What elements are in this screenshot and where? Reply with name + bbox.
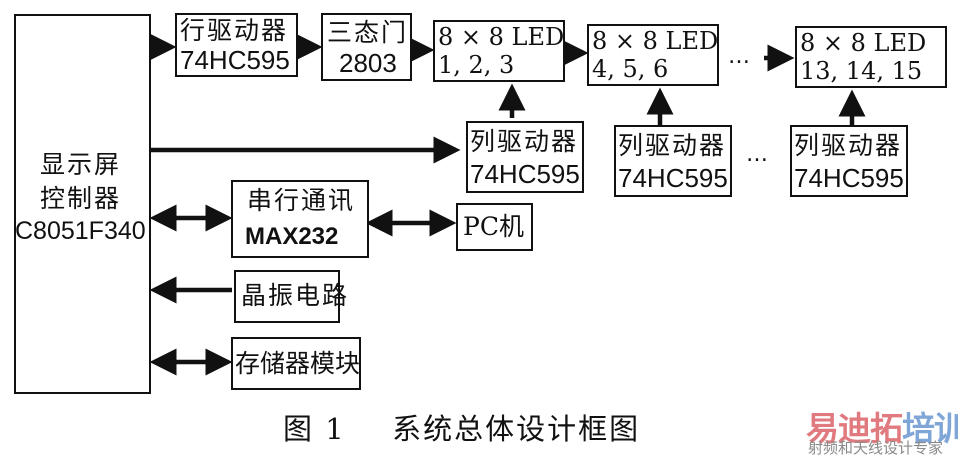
watermark-brand: 易迪拓培训 (806, 402, 961, 450)
column-driver-n: 列驱动器 74HC595 (790, 125, 908, 197)
memory-box: 存储器模块 (231, 337, 361, 390)
column-driver-n-name: 列驱动器 (794, 131, 903, 160)
column-driver-1: 列驱动器 74HC595 (466, 121, 584, 193)
serial-comm-box: 串行通讯 MAX232 (231, 180, 369, 258)
pc-name: PC机 (463, 212, 524, 241)
column-driver-1-model: 74HC595 (470, 159, 580, 189)
row-driver-box: 行驱动器 74HC595 (175, 13, 298, 77)
watermark-brand-char: 拓 (870, 409, 903, 448)
led-module-1-name: 8 × 8 LED (438, 23, 565, 51)
led-module-2: 8 × 8 LED 4, 5, 6 (587, 24, 719, 86)
watermark-brand-char: 迪 (838, 409, 871, 448)
led-module-n-indices: 13, 14, 15 (800, 57, 923, 85)
watermark-brand-char: 易 (806, 409, 839, 448)
figure-caption: 图 1 系统总体设计框图 (283, 406, 640, 448)
column-driver-2-model: 74HC595 (618, 163, 728, 193)
led-module-n-name: 8 × 8 LED (800, 29, 927, 57)
crystal-box: 晶振电路 (234, 270, 347, 323)
ellipsis-led: … (728, 44, 750, 69)
column-driver-2-name: 列驱动器 (618, 131, 727, 160)
tristate-gate-box: 三态门 2803 (321, 13, 412, 81)
ellipsis-column: … (746, 142, 768, 167)
controller-box: 显示屏 控制器 C8051F340 (14, 14, 151, 394)
column-driver-2: 列驱动器 74HC595 (614, 125, 732, 197)
led-module-2-indices: 4, 5, 6 (592, 55, 669, 83)
watermark-brand-char: 训 (934, 409, 961, 448)
controller-line2: 控制器 (40, 184, 122, 213)
memory-name: 存储器模块 (235, 349, 361, 378)
serial-comm-model: MAX232 (245, 223, 339, 250)
serial-comm-name: 串行通讯 (247, 186, 356, 215)
figure-title: 系统总体设计框图 (392, 412, 641, 446)
watermark-brand-char: 培 (902, 409, 935, 448)
led-module-1: 8 × 8 LED 1, 2, 3 (433, 20, 565, 82)
controller-line1: 显示屏 (40, 150, 122, 179)
watermark-tagline: 射频和天线设计专家 (808, 439, 944, 457)
row-driver-model: 74HC595 (180, 45, 290, 75)
column-driver-n-model: 74HC595 (794, 163, 904, 193)
pc-box: PC机 (456, 203, 533, 251)
led-module-1-indices: 1, 2, 3 (438, 51, 515, 79)
row-driver-name: 行驱动器 (180, 16, 289, 45)
tristate-gate-model: 2803 (339, 48, 397, 78)
crystal-name: 晶振电路 (241, 281, 350, 310)
led-module-n: 8 × 8 LED 13, 14, 15 (795, 26, 947, 88)
tristate-gate-name: 三态门 (327, 18, 409, 47)
figure-label: 图 1 (283, 412, 346, 446)
led-module-2-name: 8 × 8 LED (592, 27, 719, 55)
column-driver-1-name: 列驱动器 (470, 127, 579, 156)
controller-model: C8051F340 (15, 217, 146, 245)
